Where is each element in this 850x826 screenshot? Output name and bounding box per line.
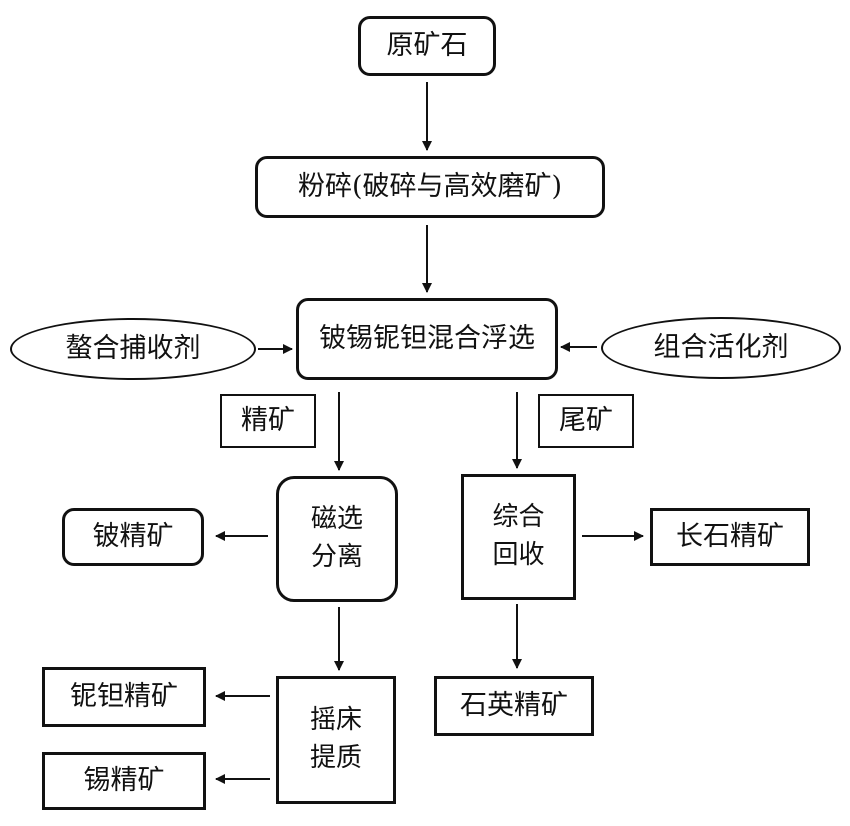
label-concentrate: 精矿 bbox=[220, 394, 316, 448]
node-magnetic-separation-line-2: 分离 bbox=[310, 542, 363, 572]
node-raw-ore: 原矿石 bbox=[358, 16, 496, 76]
node-quartz-concentrate: 石英精矿 bbox=[434, 676, 594, 736]
node-magnetic-separation: 磁选 分离 bbox=[276, 476, 398, 602]
node-beryllium-concentrate: 铍精矿 bbox=[62, 508, 204, 566]
node-comprehensive-recovery-line-2: 回收 bbox=[492, 540, 545, 570]
node-flotation: 铍锡铌钽混合浮选 bbox=[296, 298, 558, 380]
node-shaking-table-line-2: 提质 bbox=[309, 743, 362, 773]
node-crushing: 粉碎(破碎与高效磨矿) bbox=[255, 156, 605, 218]
node-magnetic-separation-line-1: 磁选 bbox=[310, 504, 363, 535]
node-niobium-tantalum-concentrate: 铌钽精矿 bbox=[42, 667, 206, 727]
node-combined-activator: 组合活化剂 bbox=[601, 317, 841, 379]
label-tailings: 尾矿 bbox=[538, 394, 634, 448]
node-feldspar-concentrate: 长石精矿 bbox=[650, 508, 810, 566]
node-chelating-collector: 螯合捕收剂 bbox=[10, 318, 256, 380]
node-tin-concentrate: 锡精矿 bbox=[42, 752, 206, 810]
node-comprehensive-recovery: 综合 回收 bbox=[461, 474, 576, 600]
node-shaking-table-line-1: 摇床 bbox=[309, 705, 362, 736]
node-shaking-table: 摇床 提质 bbox=[276, 676, 396, 804]
node-comprehensive-recovery-line-1: 综合 bbox=[492, 502, 545, 533]
